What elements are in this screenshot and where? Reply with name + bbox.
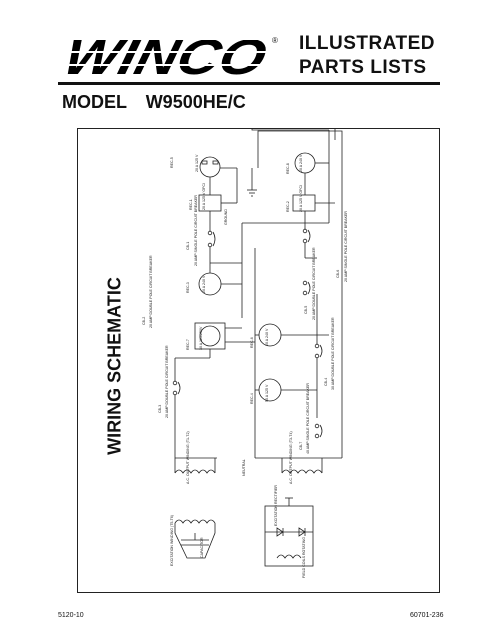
cb2-label: CB-2 <box>142 317 146 325</box>
rec7-label: REC-7 <box>186 339 190 350</box>
model-heading: MODEL W9500HE/C <box>62 92 246 113</box>
rec8-spec: 20 A 240 V <box>299 154 303 172</box>
rec3-label: REC-3 <box>186 282 190 293</box>
rec6-label: REC-6 <box>250 337 254 348</box>
footer-right-code: 60701-236 <box>410 612 444 619</box>
field-label: FIELD COILS ROTATING <box>302 537 306 578</box>
ground-label: GROUND <box>224 209 228 225</box>
excitation-label: EXCITATION WINDING (T5-T6) <box>170 515 174 566</box>
winco-logo: WINCO <box>58 30 272 80</box>
rec6-spec: 20 A 240 V <box>265 328 269 346</box>
header-rule <box>58 82 440 85</box>
cb4-spec: 30 AMP DOUBLE POLE CIRCUIT BREAKER <box>331 317 335 390</box>
cb7-spec: 40 AMP SINGLE POLE CIRCUIT BREAKER <box>306 383 310 454</box>
rectifier-label: EXCITATION RECTIFIER <box>274 485 278 526</box>
rec2-spec: 20 A 125 V GFCI <box>299 185 303 212</box>
rec1-gfci-label: REC-1 <box>189 199 193 210</box>
rec4-spec: 50 A 125 V <box>265 384 269 402</box>
rec7-spec: 30 A 125/250V <box>199 326 203 350</box>
model-label: MODEL <box>62 92 127 112</box>
rec3-spec: 20 A 240 V <box>202 275 206 293</box>
rec8-label: REC-8 <box>286 163 290 174</box>
cb5-label: CB-5 <box>304 306 308 314</box>
cb1-label: CB-1 <box>186 242 190 250</box>
rec5-spec: 20 A 125 V <box>195 154 199 172</box>
rec2-label: REC-2 <box>286 201 290 212</box>
cb7-label: CB-7 <box>299 442 303 450</box>
rec1-gfci-spec: 20 A 125 V GFCI <box>202 183 206 210</box>
title-line-1: ILLUSTRATED <box>299 33 436 54</box>
capacitor-label: CAPACITOR <box>200 537 204 558</box>
ac-output-2-label: A.C. OUTPUT WINDING (T3-T4) <box>289 431 293 484</box>
cb1-spec: 20 AMP SINGLE POLE CIRCUIT BREAKER <box>194 195 198 266</box>
cb6-label: CB-6 <box>336 270 340 278</box>
rec1-label: REC-5 <box>170 157 174 168</box>
cb2-spec: 20 AMP DOUBLE POLE CIRCUIT BREAKER <box>149 255 153 328</box>
cb3-label: CB-3 <box>158 405 162 413</box>
cb5-spec: 20 AMP DOUBLE POLE CIRCUIT BREAKER <box>312 247 316 320</box>
model-number: W9500HE/C <box>145 92 246 112</box>
svg-text:WINCO: WINCO <box>58 30 272 80</box>
registered-mark: ® <box>272 36 278 45</box>
cb4-label: CB-4 <box>324 378 328 386</box>
cb3-spec: 20 AMP DOUBLE POLE CIRCUIT BREAKER <box>165 345 169 418</box>
wiring-schematic: REC-5 20 A 125 V REC-1 20 A 125 V GFCI G… <box>142 128 348 578</box>
title-line-2: PARTS LISTS <box>299 57 427 78</box>
neutral-label: NEUTRAL <box>242 459 246 476</box>
ac-output-1-label: A.C. OUTPUT WINDING (T1-T2) <box>186 431 190 484</box>
rec4-label: REC-4 <box>250 393 254 404</box>
schematic-frame <box>77 128 440 593</box>
footer-left-code: 5120-10 <box>58 612 84 619</box>
cb6-spec: 20 AMP SINGLE POLE CIRCUIT BREAKER <box>344 211 348 282</box>
